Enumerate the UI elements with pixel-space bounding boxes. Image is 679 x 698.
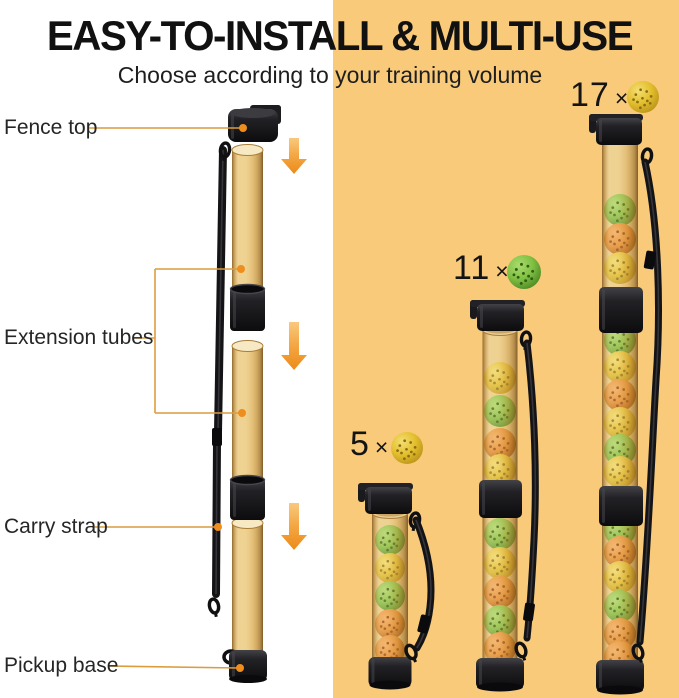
tube-5 [358,432,435,690]
strap-hook [207,597,221,618]
capacity-label-17: 17 × [570,76,629,114]
tube-11 [470,255,541,692]
extension-tube-2 [231,340,264,480]
exploded-diagram [88,105,307,683]
page-title: EASY-TO-INSTALL & MULTI-USE [46,12,634,59]
capacity-label-11: 11 × [453,249,509,287]
strap-hook [514,641,528,661]
strap-hook [404,643,418,663]
pickup-base [222,649,267,683]
label-pickup-base: Pickup base [4,654,119,677]
pickleball-icon [507,255,541,289]
pickleball-icon [627,81,659,113]
pickleball-icon [391,432,423,464]
tube-17 [589,81,662,695]
page-subtitle: Choose according to your training volume [117,62,543,88]
tube-connector-2 [229,474,266,520]
strap-hook [218,141,232,162]
capacity-label-5: 5 × [350,425,389,463]
fence-top-cap [228,105,281,142]
tube-connector-1 [229,283,266,331]
strap-hook [631,643,645,663]
label-carry-strap: Carry strap [4,515,108,538]
extension-tube-3 [231,517,264,652]
label-fence-top: Fence top [4,116,98,139]
label-extension-tubes: Extension tubes [4,326,154,349]
extension-tube-1 [231,144,264,290]
